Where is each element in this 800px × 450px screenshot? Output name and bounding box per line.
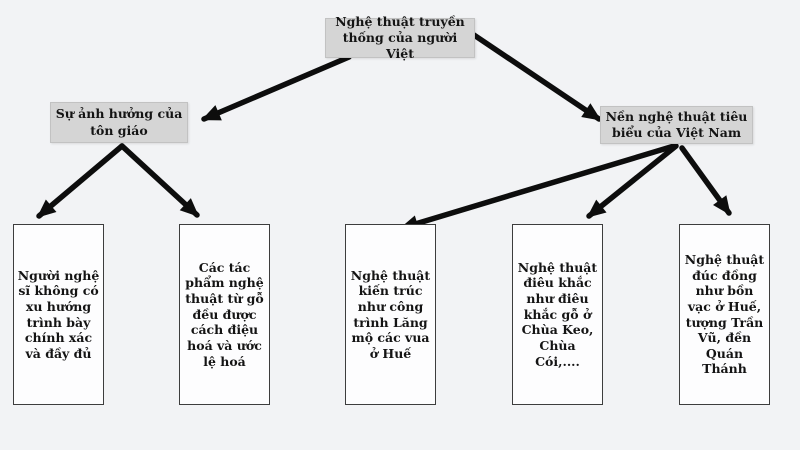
arrow-religion-to-leaf-wood bbox=[119, 143, 200, 218]
arrow-root-to-branch-religion bbox=[201, 54, 352, 122]
arrow-arts-to-leaf-architecture bbox=[399, 143, 677, 232]
arrow-religion-to-leaf-artist bbox=[36, 143, 125, 219]
node-branch-representative-arts: Nền nghệ thuật tiêu biểu của Việt Nam bbox=[600, 106, 753, 144]
leaf-architecture-hue-tombs: Nghệ thuật kiến trúc như công trình Lăng… bbox=[345, 224, 436, 405]
arrow-arts-to-leaf-sculpture bbox=[586, 143, 679, 219]
leaf-sculpture-wood-carving: Nghệ thuật điêu khắc như điêu khắc gỗ ở … bbox=[512, 224, 603, 405]
leaf-wood-stylization: Các tác phẩm nghệ thuật từ gỗ đều được c… bbox=[179, 224, 270, 405]
leaf-bronze-casting: Nghệ thuật đúc đồng như bồn vạc ở Huế, t… bbox=[679, 224, 770, 405]
node-root-traditional-art: Nghệ thuật truyền thống của người Việt bbox=[325, 14, 475, 61]
leaf-artist-tendency: Người nghệ sĩ không có xu hướng trình bà… bbox=[13, 224, 104, 405]
arrow-arts-to-leaf-bronze bbox=[679, 145, 732, 216]
node-branch-religion-influence: Sự ảnh hưởng của tôn giáo bbox=[50, 102, 188, 143]
arrow-root-to-branch-arts bbox=[468, 30, 602, 122]
